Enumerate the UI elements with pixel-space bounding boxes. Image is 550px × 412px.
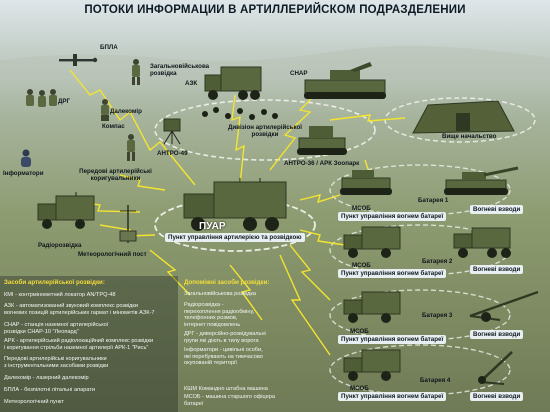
battery4-msob-label: МСОБ: [350, 385, 369, 392]
meteo-label: Метеорологічний пост: [78, 251, 147, 258]
battery4-platoons-label: Вогневі взводи: [470, 392, 524, 401]
page-title: ПОТОКИ ИНФОРМАЦИИ В АРТИЛЛЕРИЙСКОМ ПОДРА…: [84, 4, 466, 16]
uav-icon: [59, 54, 98, 66]
puar-subtitle: Пункт управління артилерією та розвідкою: [165, 233, 305, 242]
battery1-msob-icon: [340, 170, 392, 195]
battery2-msob-label: МСОБ: [352, 262, 371, 269]
battery1-label: Батарея 1: [418, 197, 449, 204]
antpro36-vehicle-icon: [297, 126, 347, 155]
legend-left-item: Передові артилерійські коригувальники з …: [4, 356, 109, 369]
battery2-cp-label: Пункт управління вогнем батареї: [338, 269, 447, 278]
legend-left-item: Далекомір - лазерний далекомір: [4, 375, 89, 381]
battery3-msob-icon: [343, 291, 401, 323]
informants-label: Інформатори: [3, 170, 44, 177]
legend-left-item: АЗК - автоматизований звуковий комплекс …: [4, 303, 155, 316]
legend-left-item: КМІ - контрмінометний локатор AN/TPQ-48: [4, 292, 116, 298]
legend-artillery-recon: Засоби артилерійської розвідки: КМІ - ко…: [0, 276, 178, 412]
div-recon-label: Дивізіон артилерійської розвідки: [227, 124, 303, 138]
battery1-platoons-label: Вогневі взводи: [470, 205, 524, 214]
snar-vehicle-icon: [304, 62, 386, 99]
antpro49-label: АНТРО-49: [157, 150, 188, 157]
legend-right-item: Загальновійськова розвідка: [184, 291, 257, 297]
battery3-label: Батарея 3: [422, 312, 453, 319]
forward-observer-icon: [127, 134, 135, 161]
compass-label: Компас: [102, 123, 125, 130]
rangefinder-soldier-icon: [101, 99, 109, 121]
legend-right-item: Інформатори - цивільні особи, які перебу…: [184, 347, 263, 366]
battery4-label: Батарея 4: [420, 377, 451, 384]
antpro36-label: АНТРО-36 / АРК Зоопарк: [284, 160, 360, 167]
battery2-platoons-label: Вогневі взводи: [470, 265, 524, 274]
legend-left-item: СНАР - станція наземної артилерійської р…: [4, 322, 109, 335]
drg-group-icon: [26, 89, 57, 107]
puar-title: ПУАР: [199, 221, 226, 232]
legend-left-heading: Засоби артилерійської розвідки:: [4, 279, 105, 286]
battery3-gun-icon: [469, 290, 539, 322]
legend-footer-item: КШМ Командно штабна машина: [184, 386, 268, 392]
legend-left-item: Метеорологічний пункт: [4, 399, 64, 405]
drg-label: ДРГ: [58, 98, 71, 105]
battery2-mlrs-icon: [453, 227, 511, 258]
battery4-cp-label: Пункт управління вогнем батареї: [338, 392, 447, 401]
uav-label: БПЛА: [100, 44, 118, 51]
battery3-msob-label: МСОБ: [350, 328, 369, 335]
battery1-howitzer-icon: [444, 166, 519, 195]
legend-footer-item: МСОБ - машина старшого офіцера батареї: [184, 394, 276, 407]
radio-recon-truck-icon: [37, 192, 95, 229]
azk-label: АЗК: [185, 80, 198, 87]
battery2-msob-icon: [343, 226, 401, 258]
div-ring: [154, 99, 376, 161]
battery1-cp-label: Пункт управління вогнем батареї: [338, 212, 447, 221]
battery1-msob-label: МСОБ: [352, 205, 371, 212]
hq-tent-icon: [412, 100, 515, 134]
battery4-msob-icon: [343, 349, 401, 381]
informant-icon: [21, 149, 31, 167]
battery3-cp-label: Пункт управління вогнем батареї: [338, 335, 447, 344]
radio-recon-label: Радіорозвідка: [38, 242, 82, 249]
battery3-platoons-label: Вогневі взводи: [470, 330, 524, 339]
rangefinder-label: Далекомір: [110, 108, 142, 115]
legend-right-item: ДРГ - диверсійно-розвідувальні групи які…: [184, 331, 266, 344]
legend-right-heading: Допоміжні засоби розвідки:: [184, 279, 270, 286]
azk-truck-icon: [204, 66, 262, 100]
meteo-post-icon: [119, 205, 137, 243]
legend-right-item: Радіорозвідка - перехоплення радіообміну…: [184, 302, 255, 328]
sensor-field-icon: [202, 107, 278, 120]
fwd-observers-label: Передові артилерійські коригувальники: [79, 168, 152, 182]
legend-left-item: АРК - артилерійський радіолокаційний ком…: [4, 338, 154, 351]
hq-label: Вище начальство: [442, 133, 497, 140]
puar-truck-icon: [183, 178, 287, 231]
antpro49-radar-icon: [163, 118, 181, 145]
recon-label: Загальновійськова розвідка: [150, 63, 210, 77]
legend-left-item: БПЛА - безпілотні літальні апарати: [4, 387, 96, 393]
battery2-label: Батарея 2: [422, 258, 453, 265]
battery4-mortar-icon: [478, 351, 513, 385]
snar-label: СНАР: [290, 70, 308, 77]
soldier-icon: [132, 59, 140, 85]
legend-auxiliary-recon: Допоміжні засоби розвідки: Загальновійсь…: [160, 276, 285, 412]
